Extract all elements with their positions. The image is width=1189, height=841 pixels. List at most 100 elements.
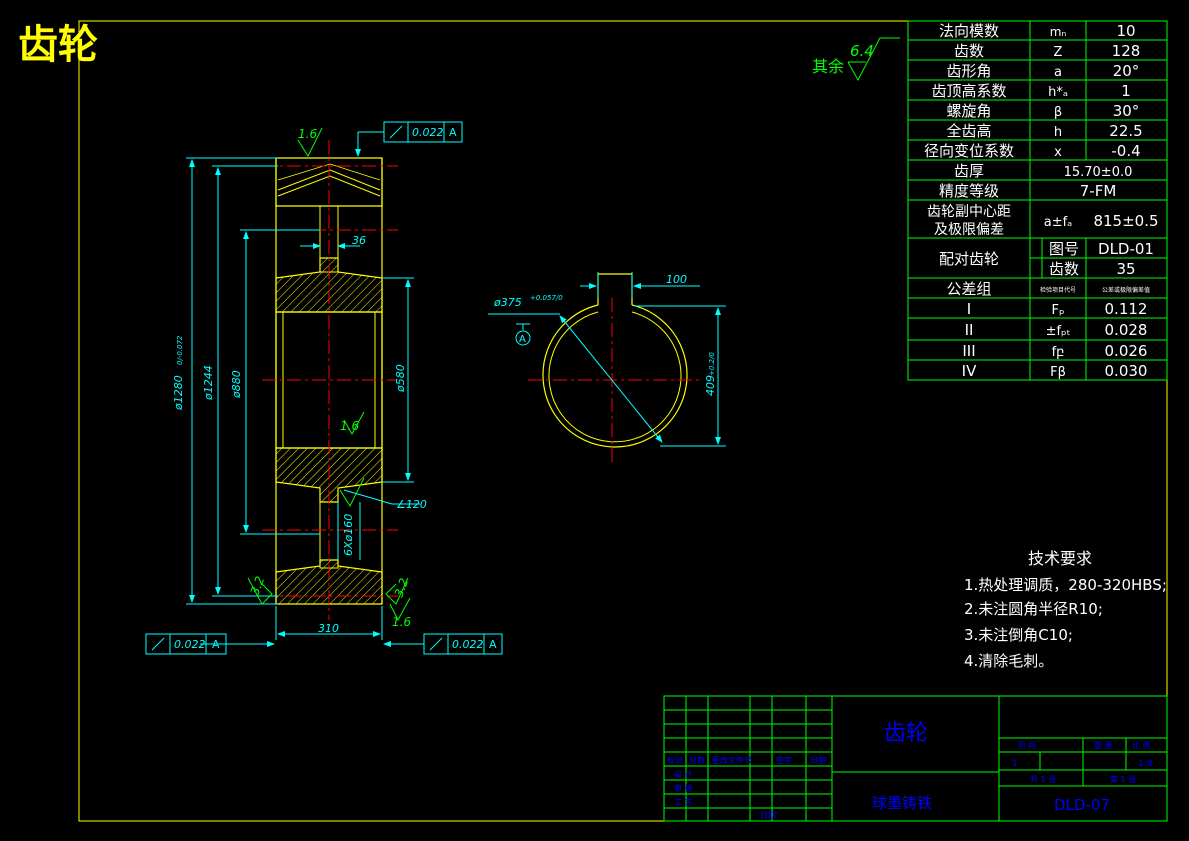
roughness-marks (247, 127, 411, 622)
tech-item: 4.清除毛刺。 (964, 652, 1053, 670)
dim-key-depth: 409 (704, 375, 717, 396)
param-name: 径向变位系数 (924, 142, 1014, 160)
param-value: 1 (1121, 82, 1131, 100)
param-name: 精度等级 (939, 182, 999, 200)
sheet-no: 第 1 张 (1110, 774, 1136, 784)
param-value: 815±0.5 (1093, 212, 1158, 230)
param-name: 螺旋角 (946, 102, 991, 120)
keyway (597, 273, 633, 305)
roughness-right: 3.2 (392, 576, 412, 599)
bore-outer (542, 304, 688, 448)
param-symbol: β (1054, 105, 1062, 120)
tolerance-top-datum: A (449, 126, 457, 139)
role-label: 设 计 (674, 769, 693, 779)
param-symbol: Fβ (1050, 365, 1066, 380)
tolerance-frame-top (383, 121, 463, 143)
dim-chamfer: ∠120 (396, 498, 427, 511)
param-symbol: Z (1054, 45, 1063, 60)
rim-bottom (275, 559, 383, 605)
material: 球墨铸铁 (872, 794, 932, 812)
dim-880: ø880 (230, 370, 243, 399)
rev-label: 签字 (776, 755, 792, 765)
param-value: 0.112 (1105, 300, 1148, 318)
param-symbol: 检验项目代号 (1040, 286, 1076, 294)
roughness-left: 3.2 (248, 574, 268, 597)
tolerance-right-value: 0.022 (452, 638, 484, 651)
tolerance-top-value: 0.022 (412, 126, 444, 139)
param-value: 7-FM (1080, 182, 1117, 200)
section-centerlines (262, 140, 398, 620)
param-value: -0.4 (1111, 142, 1140, 160)
tech-item: 3.未注倒角C10; (964, 626, 1073, 644)
tech-item: 2.未注圆角半径R10; (964, 600, 1103, 618)
datum-bore: A (519, 334, 526, 345)
drawing-border (78, 20, 1168, 822)
dim-bore: ø375 (493, 296, 522, 309)
title-block-text: 齿轮 球墨铸铁 DLD-07 阶 段 重 量 比 例 1 1:8 共 1 张 第… (667, 721, 1153, 820)
param-name: I (967, 300, 971, 318)
bore-dimensions (488, 272, 726, 447)
pair-sym-teeth: 齿数 (1049, 260, 1079, 278)
section-dimensions (186, 131, 424, 647)
param-name: II (965, 321, 974, 339)
pair-sym-drawing: 图号 (1049, 240, 1079, 258)
param-value: 20° (1113, 62, 1140, 80)
hdr-weight: 重 量 (1094, 740, 1113, 750)
param-name: IV (962, 362, 977, 380)
remainder-roughness-symbol (847, 37, 900, 82)
tech-heading: 技术要求 (1028, 549, 1092, 568)
roughness-bottom: 1.6 (392, 615, 411, 629)
rev-label: 更改文件号 (712, 755, 752, 765)
tolerance-frame-left (145, 633, 227, 655)
dim-outer-tolerance: 0/-0.072 (176, 335, 184, 365)
sheets-total: 共 1 张 (1030, 775, 1056, 784)
dim-holes: 6Xø160 (342, 514, 355, 556)
param-symbol: fբ (1052, 345, 1065, 360)
bore-centerlines (528, 298, 700, 462)
param-name: 齿形角 (946, 62, 991, 80)
param-name: 公差组 (946, 280, 991, 298)
hdr-stage: 阶 段 (1018, 740, 1037, 750)
param-symbol: x (1054, 145, 1062, 160)
param-value: 0.030 (1105, 362, 1148, 380)
dim-width: 310 (318, 622, 339, 635)
drawing-title: 齿轮 (18, 22, 98, 68)
hdr-scale: 比 例 (1132, 740, 1151, 750)
tech-item: 1.热处理调质，280-320HBS; (964, 576, 1167, 594)
param-name-multiline: 及极限偏差 (934, 222, 1004, 238)
rev-label: 标记 (667, 755, 683, 765)
param-value: 公差或极限偏差值 (1102, 286, 1150, 294)
tolerance-frame-right (423, 633, 503, 655)
param-symbol: h*ₐ (1048, 85, 1068, 100)
dim-bore-tol: +0.057/0 (530, 294, 563, 302)
param-value: 10 (1116, 22, 1135, 40)
rev-label: 日期 (810, 756, 826, 765)
param-value: 15.70±0.0 (1064, 165, 1133, 180)
rev-label: 处数 (689, 755, 705, 765)
param-symbol: a (1054, 65, 1062, 80)
title-block (663, 695, 1168, 822)
roughness-top: 1.6 (298, 127, 317, 141)
drawing-number: DLD-07 (1054, 796, 1110, 814)
remainder-roughness-value: 6.4 (850, 42, 874, 60)
param-symbol: ±fₚₜ (1046, 324, 1071, 339)
param-value: 0.026 (1105, 342, 1148, 360)
dim-key-depth-tol: +0.2/0 (708, 352, 716, 376)
param-name-multiline: 齿轮副中心距 (927, 204, 1011, 220)
param-name: 法向模数 (939, 22, 999, 40)
param-symbol: Fₚ (1051, 303, 1064, 318)
bore-view (542, 273, 688, 448)
param-name: III (962, 342, 975, 360)
param-name: 齿顶高系数 (931, 82, 1006, 100)
param-value: 128 (1112, 42, 1141, 60)
param-value: 30° (1113, 102, 1140, 120)
part-name: 齿轮 (884, 721, 928, 746)
param-symbol: mₙ (1050, 25, 1067, 39)
dim-web: 36 (352, 234, 366, 247)
param-name: 齿数 (954, 42, 984, 60)
tech-requirements: 技术要求 1.热处理调质，280-320HBS; 2.未注圆角半径R10; 3.… (964, 549, 1167, 670)
params-table (907, 20, 1168, 381)
tolerance-right-datum: A (489, 638, 497, 651)
tolerance-left-datum: A (212, 638, 220, 651)
